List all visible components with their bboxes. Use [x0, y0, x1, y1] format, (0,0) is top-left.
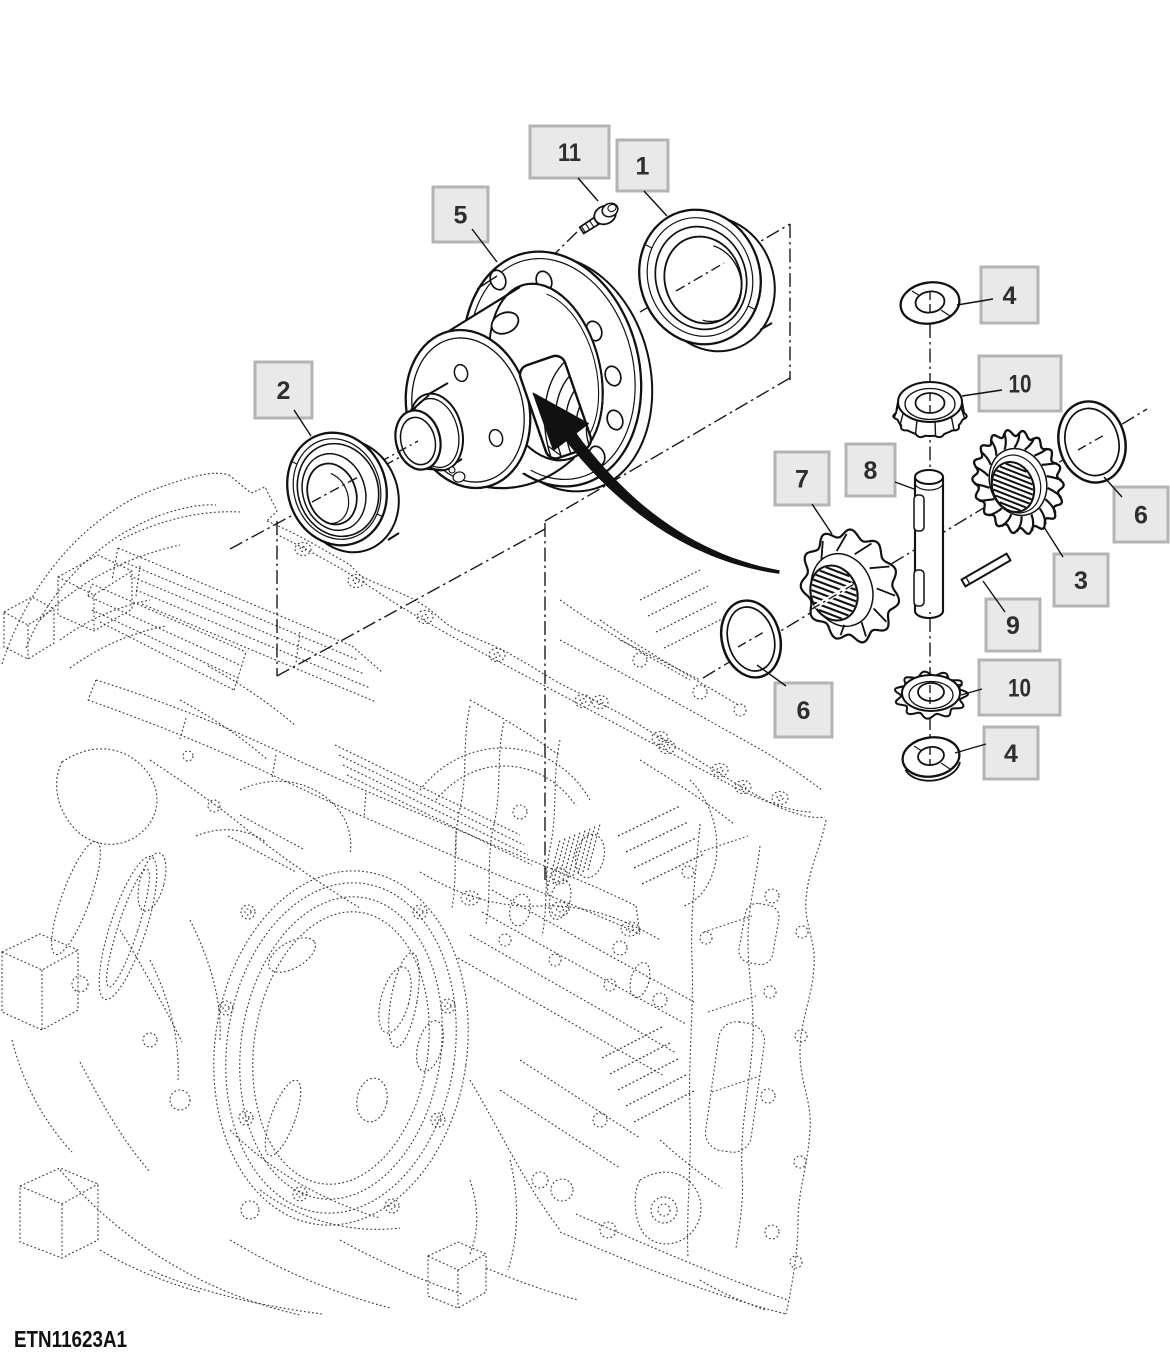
- svg-text:5: 5: [454, 202, 468, 230]
- svg-text:ETN11623A1: ETN11623A1: [14, 1326, 127, 1352]
- svg-text:6: 6: [1134, 502, 1148, 530]
- svg-text:3: 3: [1074, 567, 1088, 595]
- svg-text:11: 11: [558, 139, 581, 167]
- svg-text:1: 1: [636, 153, 650, 181]
- svg-text:8: 8: [864, 457, 878, 485]
- svg-text:10: 10: [1008, 675, 1031, 703]
- svg-text:4: 4: [1004, 740, 1018, 768]
- svg-text:2: 2: [277, 377, 291, 405]
- svg-text:10: 10: [1009, 371, 1032, 399]
- svg-text:9: 9: [1006, 612, 1020, 640]
- svg-text:4: 4: [1003, 282, 1017, 310]
- svg-text:6: 6: [797, 697, 811, 725]
- svg-text:7: 7: [795, 466, 809, 494]
